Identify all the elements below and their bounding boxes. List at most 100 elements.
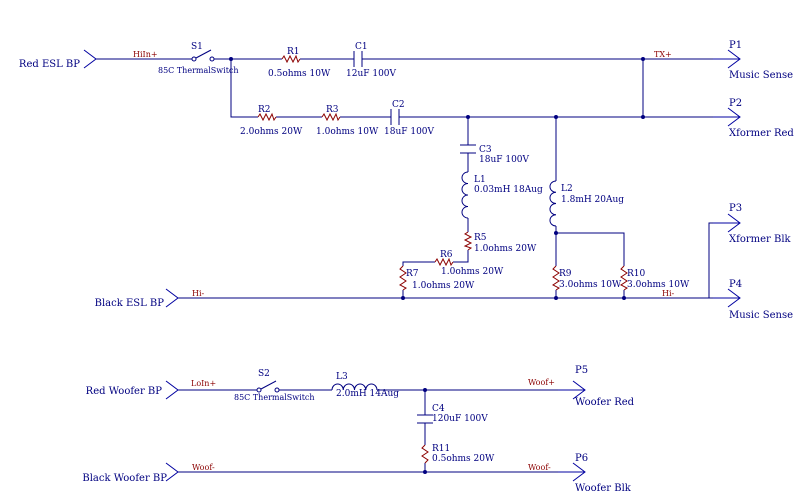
junction-dot bbox=[423, 388, 427, 392]
capacitor-c2 bbox=[390, 109, 400, 125]
l2-value: 1.8mH 20Aug bbox=[561, 195, 624, 205]
output-port-arrow bbox=[713, 49, 741, 69]
r7-designator: R7 bbox=[406, 269, 419, 279]
resistor-r5 bbox=[463, 231, 473, 251]
output-port-arrow bbox=[558, 380, 586, 400]
switch-s2 bbox=[256, 380, 280, 393]
l1-designator: L1 bbox=[474, 175, 486, 185]
net-label-hiin: HiIn+ bbox=[133, 50, 158, 59]
resistor-r7 bbox=[399, 265, 407, 291]
input-port-arrow bbox=[83, 49, 97, 69]
junction-dot bbox=[554, 231, 558, 235]
symbols bbox=[191, 49, 628, 464]
port-arrows bbox=[83, 49, 741, 482]
port-p3-name: Xformer Blk bbox=[729, 234, 792, 245]
port-black-esl-label: Black ESL BP bbox=[95, 298, 165, 309]
port-p5-name: Woofer Red bbox=[575, 397, 635, 408]
port-labels: Red ESL BP Black ESL BP Red Woofer BP Bl… bbox=[19, 40, 795, 494]
s2-designator: S2 bbox=[258, 369, 270, 379]
junction-dot bbox=[401, 296, 405, 300]
r5-designator: R5 bbox=[474, 233, 487, 243]
l2-designator: L2 bbox=[561, 184, 573, 194]
capacitor-c3 bbox=[460, 144, 476, 154]
junction-dot bbox=[554, 296, 558, 300]
resistor-r3 bbox=[321, 112, 341, 122]
port-p1-name: Music Sense bbox=[729, 70, 793, 81]
s2-value: 85C ThermalSwitch bbox=[234, 393, 315, 402]
input-port-arrow bbox=[165, 288, 179, 308]
input-port-arrow bbox=[165, 462, 179, 482]
net-labels: HiIn+ TX+ Hi- Hi- LoIn+ Woof+ Woof- Woof… bbox=[133, 50, 675, 472]
resistor-r9 bbox=[552, 265, 560, 291]
net-label-loin: LoIn+ bbox=[191, 379, 216, 388]
c1-value: 12uF 100V bbox=[346, 69, 397, 79]
c4-value: 120uF 100V bbox=[432, 414, 488, 424]
port-p4-name: Music Sense bbox=[729, 310, 793, 321]
port-p3-designator: P3 bbox=[729, 203, 742, 214]
capacitor-c1 bbox=[353, 51, 363, 67]
component-labels: S1 85C ThermalSwitch R1 0.5ohms 10W C1 1… bbox=[158, 42, 690, 464]
c3-designator: C3 bbox=[479, 145, 492, 155]
port-p6-name: Woofer Blk bbox=[575, 483, 632, 494]
net-label-hi-minus-right: Hi- bbox=[662, 289, 675, 298]
port-p6-designator: P6 bbox=[575, 453, 588, 464]
inductor-l1 bbox=[461, 171, 469, 219]
r11-designator: R11 bbox=[432, 444, 450, 454]
junction-dot bbox=[229, 57, 233, 61]
output-port-arrow bbox=[713, 288, 741, 308]
junction-dot bbox=[466, 115, 470, 119]
junction-dot bbox=[622, 296, 626, 300]
resistor-r2 bbox=[257, 112, 277, 122]
r6-designator: R6 bbox=[440, 250, 453, 260]
output-port-arrow bbox=[713, 213, 741, 233]
c2-designator: C2 bbox=[392, 100, 405, 110]
net-label-woof-plus: Woof+ bbox=[528, 378, 555, 387]
c1-designator: C1 bbox=[355, 42, 368, 52]
resistor-r11 bbox=[421, 444, 429, 464]
r3-designator: R3 bbox=[326, 105, 339, 115]
port-black-woofer-label: Black Woofer BP bbox=[82, 473, 167, 484]
c2-value: 18uF 100V bbox=[384, 127, 435, 137]
r2-value: 2.0ohms 20W bbox=[240, 127, 303, 137]
wires bbox=[96, 58, 713, 473]
c3-value: 18uF 100V bbox=[479, 155, 530, 165]
s1-value: 85C ThermalSwitch bbox=[158, 66, 239, 75]
r9-designator: R9 bbox=[559, 269, 572, 279]
s1-designator: S1 bbox=[191, 42, 203, 52]
junction-dot bbox=[554, 115, 558, 119]
inductor-l2 bbox=[549, 180, 557, 227]
r10-value: 3.0ohms 10W bbox=[627, 280, 690, 290]
net-label-woof-minus-left: Woof- bbox=[192, 463, 215, 472]
resistor-r10 bbox=[620, 265, 628, 291]
output-port-arrow bbox=[558, 462, 586, 482]
port-p5-designator: P5 bbox=[575, 365, 588, 376]
resistor-r6 bbox=[434, 257, 454, 267]
input-port-arrow bbox=[165, 380, 179, 400]
c4-designator: C4 bbox=[432, 404, 445, 414]
l1-value: 0.03mH 18Aug bbox=[474, 185, 543, 195]
r5-value: 1.0ohms 20W bbox=[474, 244, 537, 254]
port-p2-designator: P2 bbox=[729, 98, 742, 109]
junction-dot bbox=[641, 115, 645, 119]
r1-value: 0.5ohms 10W bbox=[268, 69, 331, 79]
net-label-tx: TX+ bbox=[654, 50, 672, 59]
r3-value: 1.0ohms 10W bbox=[316, 127, 379, 137]
l3-designator: L3 bbox=[336, 372, 348, 382]
junction-dot bbox=[423, 470, 427, 474]
port-red-woofer-label: Red Woofer BP bbox=[86, 386, 163, 397]
switch-s1 bbox=[191, 49, 215, 62]
l3-value: 2.0mH 14Aug bbox=[336, 389, 399, 399]
port-red-esl-label: Red ESL BP bbox=[19, 59, 80, 70]
r2-designator: R2 bbox=[258, 105, 271, 115]
r11-value: 0.5ohms 20W bbox=[432, 454, 495, 464]
net-label-woof-minus-right: Woof- bbox=[528, 463, 551, 472]
r10-designator: R10 bbox=[627, 269, 646, 279]
output-port-arrow bbox=[713, 107, 741, 127]
port-p2-name: Xformer Red bbox=[729, 128, 794, 139]
resistor-r1 bbox=[281, 54, 301, 64]
junction-dot bbox=[641, 57, 645, 61]
r6-value: 1.0ohms 20W bbox=[441, 267, 504, 277]
inductor-l3 bbox=[331, 383, 378, 391]
net-label-hi-minus: Hi- bbox=[192, 289, 205, 298]
